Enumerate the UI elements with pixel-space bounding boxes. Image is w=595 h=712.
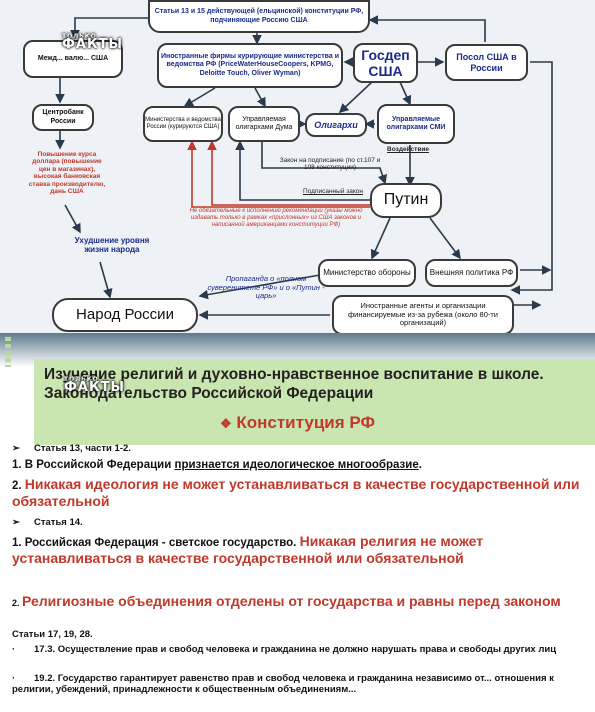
- articles-17-19-28-head: Статьи 17, 19, 28.: [12, 629, 587, 640]
- art13-p1-b: признается идеологическое многообразие: [174, 459, 419, 471]
- articles3-head-text: Статьи 17, 19, 28.: [12, 629, 93, 640]
- centrobank-text: Центробанк России: [42, 109, 84, 125]
- subtitle-text: Конституция РФ: [236, 413, 376, 432]
- duma-text: Управляемая олигархами Дума: [235, 115, 293, 131]
- foreign-policy-text: Внешняя политика РФ: [429, 268, 514, 278]
- art14-p1-b: Никакая религия не может устанавливаться…: [12, 533, 484, 567]
- law-sign-label: Закон на подписание (по ст.107 и 108 кон…: [279, 157, 381, 172]
- arrow-bullet-icon-2: ➢: [12, 517, 20, 528]
- foreign-firms-box: Иностранные фирмы курирующие министерств…: [157, 43, 343, 88]
- article13-head-text: Статья 13, части 1-2.: [34, 443, 131, 454]
- arrow-bullet-icon: ➢: [12, 443, 20, 454]
- ministries-box: Министерства и ведомства России (курирую…: [143, 106, 223, 142]
- diagram-arrows: [55, 15, 553, 320]
- foreign-firms-text: Иностранные фирмы курирующие министерств…: [160, 53, 340, 77]
- art13-p1-a: 1. В Российской Федерации: [12, 459, 175, 471]
- ambassador-box: Посол США в России: [445, 44, 528, 81]
- defense-box: Министерство обороны: [318, 259, 416, 287]
- centrobank-box: Центробанк России: [32, 104, 94, 131]
- people-text: Народ России: [76, 306, 174, 324]
- foreign-policy-box: Внешняя политика РФ: [425, 259, 518, 287]
- rate-text: Повышение курса доллара (повышение цен в…: [28, 151, 106, 196]
- art13-p2-text: Никакая идеология не может устанавливать…: [12, 476, 580, 510]
- currency-text: Межд... валю... США: [37, 54, 109, 62]
- ambassador-text: Посол США в России: [456, 52, 517, 73]
- slide-subtitle: ❖ Конституция РФ: [0, 413, 595, 433]
- media-box: Управляемые олигархами СМИ: [377, 104, 455, 144]
- slide-title-band: [34, 359, 595, 445]
- art17-text: 17.3. Осуществление прав и свобод челове…: [34, 644, 557, 655]
- article13-p1: 1. В Российской Федерации признается иде…: [12, 459, 587, 471]
- slide-title: Изучение религий и духовно-нравственное …: [44, 366, 544, 403]
- article14-p1: 1. Российская Федерация - светское госуд…: [12, 533, 587, 567]
- dot-bullet-icon: ·: [12, 644, 16, 655]
- people-box: Народ России: [52, 298, 198, 332]
- slide: Изучение религий и духовно-нравственное …: [0, 333, 595, 712]
- article19-text: ·19.2. Государство гарантирует равенство…: [12, 673, 587, 696]
- watermark-small: ТОЛЬКО: [62, 33, 97, 40]
- art14-p2-text: Религиозные объединения отделены от госу…: [22, 593, 561, 609]
- impact-label: Воздействие: [387, 146, 429, 153]
- scheme-diagram: Статьи 13 и 15 действующей (ельцинской) …: [0, 0, 595, 333]
- art14-p2-num: 2.: [12, 598, 23, 608]
- watermark-big: ФАКТЫ: [62, 37, 123, 53]
- currency-box: Межд... валю... США: [23, 40, 123, 78]
- watermark-big-2: ФАКТЫ: [64, 380, 125, 396]
- putin-text: Путин: [383, 191, 429, 209]
- recommendations-text: Не обязательные к исполнению рекомендаци…: [189, 208, 363, 228]
- art19-text: 19.2. Государство гарантирует равенство …: [12, 673, 554, 696]
- article13-head: ➢ Статья 13, части 1-2.: [12, 443, 587, 454]
- watermark-small-2: ТОЛЬКО: [64, 376, 99, 383]
- oligarchs-text: Олигархи: [314, 119, 358, 130]
- top-constitution-text: Статьи 13 и 15 действующей (ельцинской) …: [154, 8, 364, 24]
- media-text: Управляемые олигархами СМИ: [386, 115, 446, 131]
- watermark-logo-bottom: ТОЛЬКО ФАКТЫ: [64, 376, 125, 396]
- oligarchs-box: Олигархи: [305, 113, 367, 137]
- gosdep-text: Госдеп США: [361, 46, 410, 79]
- article14-head: ➢ Статья 14.: [12, 517, 587, 528]
- agents-text: Иностранные агенты и организации финанси…: [347, 301, 498, 328]
- defense-text: Министерство обороны: [323, 268, 411, 278]
- top-constitution-box: Статьи 13 и 15 действующей (ельцинской) …: [148, 0, 370, 33]
- gosdep-box: Госдеп США: [353, 43, 418, 83]
- living-standard-text: Ухудшение уровня жизни народа: [74, 236, 150, 255]
- agents-box: Иностранные агенты и организации финанси…: [332, 295, 514, 333]
- art13-p1-c: .: [418, 459, 422, 471]
- art13-p2-num: 2.: [12, 480, 25, 492]
- propaganda-text: Пропаганда о «полном суверенитете РФ» и …: [207, 274, 325, 301]
- diamond-bullet-icon: ❖: [219, 416, 232, 431]
- slide-decor-stripes: [5, 337, 11, 367]
- art14-p1-a: 1. Российская Федерация - светское госуд…: [12, 537, 300, 549]
- putin-box: Путин: [370, 183, 442, 218]
- watermark-logo-top: ТОЛЬКО ФАКТЫ: [62, 33, 123, 53]
- article13-p2: 2. Никакая идеология не может устанавлив…: [12, 476, 587, 510]
- signed-law-label: Подписанный закон: [303, 188, 363, 195]
- article14-p2: 2. Религиозные объединения отделены от г…: [12, 593, 587, 610]
- dot-bullet-icon-2: ·: [12, 673, 16, 684]
- article14-head-text: Статья 14.: [34, 517, 83, 528]
- article17-text: · 17.3. Осуществление прав и свобод челов…: [12, 644, 587, 655]
- duma-box: Управляемая олигархами Дума: [228, 106, 300, 142]
- ministries-text: Министерства и ведомства России (курирую…: [145, 117, 221, 130]
